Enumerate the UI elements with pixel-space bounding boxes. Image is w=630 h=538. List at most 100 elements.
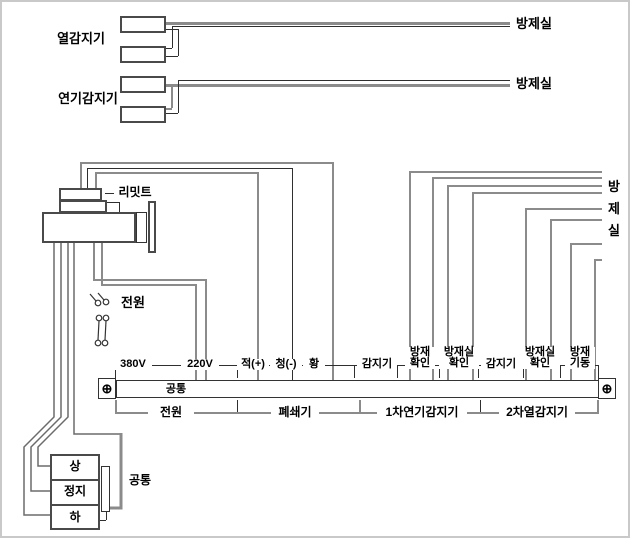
bracket-tick: [397, 365, 398, 378]
switch-row-stop: 정지: [63, 484, 87, 498]
wire: [80, 162, 332, 164]
wire: [472, 192, 474, 381]
ground-terminal-right: ⊕: [598, 378, 616, 399]
terminal-label-detector-1: 감지기: [357, 359, 397, 370]
common-wire: [109, 433, 123, 510]
bracket-tick: [597, 400, 599, 412]
heat-detector-box-2: [120, 46, 166, 63]
wire: [87, 168, 88, 189]
bracket-tick: [359, 400, 361, 412]
wire: [292, 168, 293, 381]
bracket-tick: [237, 365, 238, 378]
line: [107, 202, 119, 203]
bracket-tick: [523, 365, 524, 378]
wire: [166, 113, 178, 114]
wire: [172, 26, 510, 27]
bracket-line: [115, 412, 599, 414]
actuator-flange: [148, 201, 156, 253]
bracket-tick: [354, 365, 355, 378]
wire: [80, 162, 82, 189]
common-cell-label: 공통: [165, 383, 187, 395]
wire: [594, 259, 602, 261]
wire: [166, 108, 172, 110]
line: [100, 520, 106, 521]
wire: [550, 219, 602, 221]
bracket-tick: [480, 400, 481, 412]
wire: [166, 22, 510, 25]
wire: [178, 80, 510, 81]
wire: [525, 208, 527, 381]
limit-pointer-line: [105, 193, 114, 194]
heat-detector-label: 열감지기: [57, 31, 105, 46]
smoke-detector-label: 연기감지기: [58, 91, 118, 106]
wire: [37, 242, 69, 467]
control-room-vertical-char: 실: [608, 223, 620, 238]
smoke-detector-box-1: [120, 76, 166, 93]
bracket-tick: [237, 400, 238, 412]
terminal-label-alarm-start: 방재 기동: [565, 347, 595, 369]
wire: [332, 162, 334, 381]
wire: [171, 85, 173, 108]
terminal-label-room-confirm-1: 방재실 확인: [439, 347, 479, 369]
control-room-label-2: 방제실: [516, 76, 552, 91]
terminal-label-detector-2: 감지기: [481, 359, 521, 370]
wire: [87, 168, 292, 169]
wire: [195, 284, 197, 381]
wire: [409, 171, 602, 173]
wire: [166, 29, 178, 30]
terminal-label-220v: 220V: [181, 359, 219, 370]
wire: [205, 279, 207, 381]
heat-detector-box-1: [120, 16, 166, 33]
divider: [52, 504, 98, 506]
wire: [95, 172, 97, 189]
wire: [409, 171, 411, 381]
control-room-vertical-char: 제: [608, 201, 620, 216]
wire: [472, 192, 602, 194]
wire: [101, 284, 196, 286]
limit-label: 리밋트: [118, 185, 152, 199]
ground-terminal-left: ⊕: [98, 378, 116, 399]
wire: [178, 29, 179, 56]
switch-connector-block: [101, 466, 110, 512]
wire: [166, 56, 178, 57]
wire: [257, 172, 259, 381]
terminal-label-380v: 380V: [114, 359, 152, 370]
bracket-tick: [560, 365, 561, 378]
terminal-label-red: 적(+): [237, 359, 269, 370]
line: [106, 512, 107, 520]
terminal-label-yellow: 황: [303, 359, 325, 370]
wire: [73, 242, 121, 435]
wire: [172, 27, 173, 48]
control-room-vertical-char: 방: [608, 179, 620, 194]
switch-row-up: 상: [69, 459, 81, 473]
wire: [93, 242, 95, 279]
wire: [570, 243, 602, 245]
wire: [432, 177, 434, 381]
control-room-label-1: 방제실: [516, 16, 552, 31]
wire: [525, 208, 602, 210]
actuator-body: [42, 212, 136, 243]
switch-row-down: 하: [69, 510, 81, 524]
group-label-closer: 폐쇄기: [271, 406, 319, 419]
group-label-power: 전원: [148, 406, 194, 419]
bracket-tick: [439, 365, 440, 378]
group-label-smoke-detector-1: 1차연기감지기: [377, 406, 467, 419]
line: [119, 202, 120, 212]
wire: [101, 242, 103, 284]
wire: [550, 219, 552, 381]
wire: [178, 81, 179, 113]
wire: [594, 259, 596, 381]
wire: [95, 172, 257, 174]
divider: [52, 479, 98, 481]
bracket-tick: [598, 365, 599, 378]
wire: [93, 279, 206, 281]
wire: [166, 84, 510, 87]
bracket-tick: [478, 365, 479, 378]
bracket-tick: [115, 400, 117, 412]
wire: [447, 185, 602, 187]
wire: [570, 243, 572, 381]
terminal-label-alarm-confirm: 방재 확인: [405, 347, 435, 369]
actuator-terminal-block: [136, 212, 147, 243]
smoke-detector-box-2: [120, 106, 166, 123]
